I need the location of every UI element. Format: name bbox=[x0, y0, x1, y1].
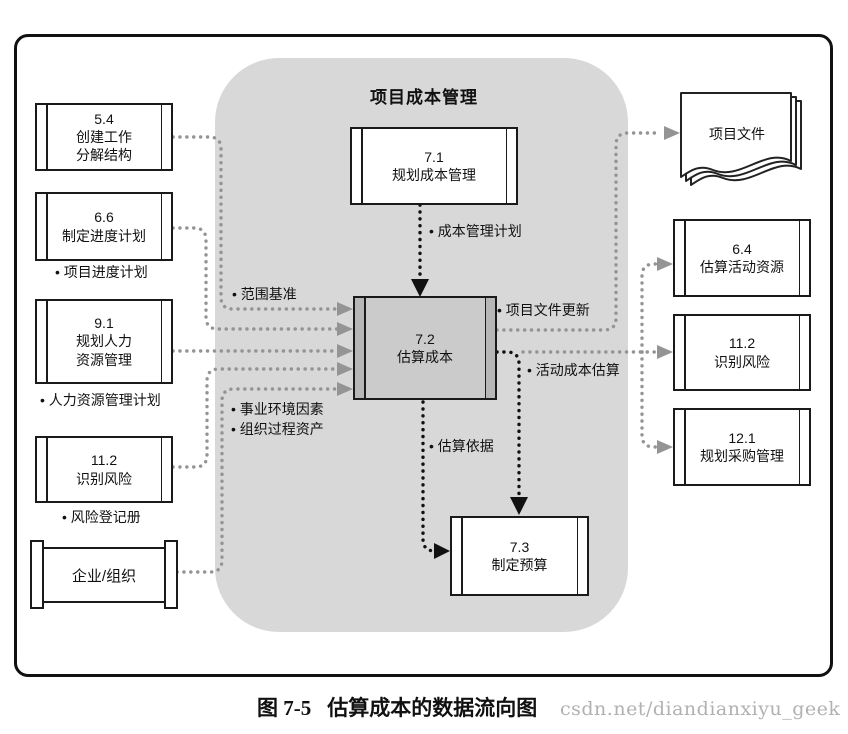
process-number: 6.6 bbox=[94, 209, 114, 226]
arrowhead bbox=[510, 497, 528, 515]
process-name: 识别风险 bbox=[714, 353, 770, 370]
arrowhead bbox=[657, 257, 673, 271]
label-opa: • 组织过程资产 bbox=[231, 421, 324, 437]
box-rail-icon bbox=[461, 518, 463, 594]
box-rail-icon bbox=[46, 194, 48, 259]
edge-wbs-to-estimate bbox=[171, 135, 339, 311]
label-scope-baseline: • 范围基准 bbox=[232, 286, 297, 302]
box-rail-icon bbox=[46, 105, 48, 169]
process-name: 制定预算 bbox=[491, 557, 548, 573]
label-risk-register: • 风险登记册 bbox=[62, 509, 141, 525]
process-name: 估算活动资源 bbox=[700, 259, 784, 275]
panel-title: 项目成本管理 bbox=[370, 88, 478, 107]
box-rail-icon bbox=[484, 298, 486, 398]
label-basis-of-estimates: • 估算依据 bbox=[429, 438, 494, 454]
process-number: 5.4 bbox=[94, 110, 114, 127]
box-strip-icon bbox=[355, 298, 364, 398]
process-name: 规划采购管理 bbox=[700, 448, 784, 464]
edge-estimate-to-budget-top bbox=[495, 350, 521, 499]
process-name: 创建工作 分解结构 bbox=[76, 128, 132, 164]
arrowhead bbox=[411, 279, 429, 297]
arrowhead bbox=[337, 322, 353, 336]
watermark: csdn.net/diandianxiyu_geek bbox=[560, 698, 841, 720]
box-rail-icon bbox=[160, 105, 162, 169]
arrowhead bbox=[337, 344, 353, 358]
process-name: 识别风险 bbox=[76, 470, 132, 487]
process-box-11-2-identify-risks-left: 11.2 识别风险 bbox=[35, 436, 173, 503]
box-rail-icon bbox=[46, 301, 48, 382]
edge-branch-to-64 bbox=[640, 262, 658, 354]
entity-bar-icon bbox=[30, 540, 44, 609]
process-name: 规划成本管理 bbox=[392, 167, 476, 183]
arrowhead bbox=[434, 543, 450, 559]
edge-estimate-to-projectdocs bbox=[495, 131, 663, 332]
box-rail-icon bbox=[684, 221, 686, 295]
arrowhead bbox=[337, 362, 353, 376]
process-box-11-2-identify-risks-right: 11.2 识别风险 bbox=[673, 314, 811, 391]
process-number: 9.1 bbox=[94, 315, 114, 332]
figure-number: 图 7-5 bbox=[257, 696, 312, 720]
edge-schedule-to-estimate bbox=[171, 226, 339, 331]
process-box-7-3-determine-budget: 7.3 制定预算 bbox=[450, 516, 589, 596]
edge-risk-to-estimate bbox=[171, 367, 339, 469]
arrowhead bbox=[657, 440, 673, 454]
label-activity-cost-estimates: • 活动成本估算 bbox=[527, 362, 620, 378]
box-rail-icon bbox=[46, 438, 48, 501]
document-page-front bbox=[680, 92, 792, 178]
arrowhead bbox=[657, 345, 673, 359]
box-strip-icon bbox=[486, 298, 495, 398]
process-box-7-1-plan-cost-management: 7.1 规划成本管理 bbox=[350, 127, 518, 205]
label-project-schedule: • 项目进度计划 bbox=[55, 264, 148, 280]
entity-enterprise-organization: 企业/组织 bbox=[38, 547, 170, 603]
box-rail-icon bbox=[576, 518, 578, 594]
box-rail-icon bbox=[798, 410, 800, 484]
label-eef: • 事业环境因素 bbox=[231, 401, 324, 417]
label-hr-plan: • 人力资源管理计划 bbox=[40, 392, 161, 408]
process-number: 11.2 bbox=[728, 335, 756, 352]
label-cost-management-plan: • 成本管理计划 bbox=[429, 223, 522, 239]
figure-title: 估算成本的数据流向图 bbox=[327, 697, 538, 720]
arrowhead bbox=[664, 126, 680, 140]
process-box-9-1-plan-hr: 9.1 规划人力 资源管理 bbox=[35, 299, 173, 384]
process-name: 制定进度计划 bbox=[62, 227, 146, 244]
box-rail-icon bbox=[160, 438, 162, 501]
process-number: 6.4 bbox=[732, 240, 752, 257]
process-box-6-4-estimate-activity-resources: 6.4 估算活动资源 bbox=[673, 219, 811, 297]
arrowhead bbox=[337, 302, 353, 316]
project-documents-label: 项目文件 bbox=[709, 126, 765, 142]
entity-name: 企业/组织 bbox=[71, 567, 137, 585]
process-number: 11.2 bbox=[90, 452, 118, 469]
box-rail-icon bbox=[798, 316, 800, 389]
edge-estimate-to-budget-left bbox=[421, 400, 438, 553]
box-rail-icon bbox=[361, 129, 363, 203]
process-number: 7.2 bbox=[415, 330, 435, 347]
figure-caption: 图 7-5 估算成本的数据流向图 bbox=[257, 692, 537, 722]
entity-bar-icon bbox=[164, 540, 178, 609]
process-box-12-1-plan-procurement: 12.1 规划采购管理 bbox=[673, 408, 811, 486]
box-rail-icon bbox=[505, 129, 507, 203]
arrowhead bbox=[337, 382, 353, 396]
edge-branch-to-121 bbox=[640, 350, 658, 449]
project-documents-icon bbox=[680, 92, 802, 186]
process-box-5-4-create-wbs: 5.4 创建工作 分解结构 bbox=[35, 103, 173, 171]
process-name: 估算成本 bbox=[397, 349, 453, 365]
label-project-document-updates: • 项目文件更新 bbox=[497, 302, 590, 318]
box-rail-icon bbox=[798, 221, 800, 295]
process-name: 规划人力 资源管理 bbox=[76, 333, 132, 368]
process-number: 7.1 bbox=[424, 148, 444, 165]
process-number: 12.1 bbox=[728, 429, 756, 446]
box-rail-icon bbox=[684, 410, 686, 484]
box-rail-icon bbox=[160, 301, 162, 382]
box-rail-icon bbox=[364, 298, 366, 398]
box-rail-icon bbox=[684, 316, 686, 389]
edge-enterprise-to-estimate bbox=[175, 387, 339, 574]
box-rail-icon bbox=[160, 194, 162, 259]
process-number: 7.3 bbox=[509, 538, 530, 555]
process-box-7-2-estimate-costs: 7.2 估算成本 bbox=[353, 296, 497, 400]
process-box-6-6-develop-schedule: 6.6 制定进度计划 bbox=[35, 192, 173, 261]
